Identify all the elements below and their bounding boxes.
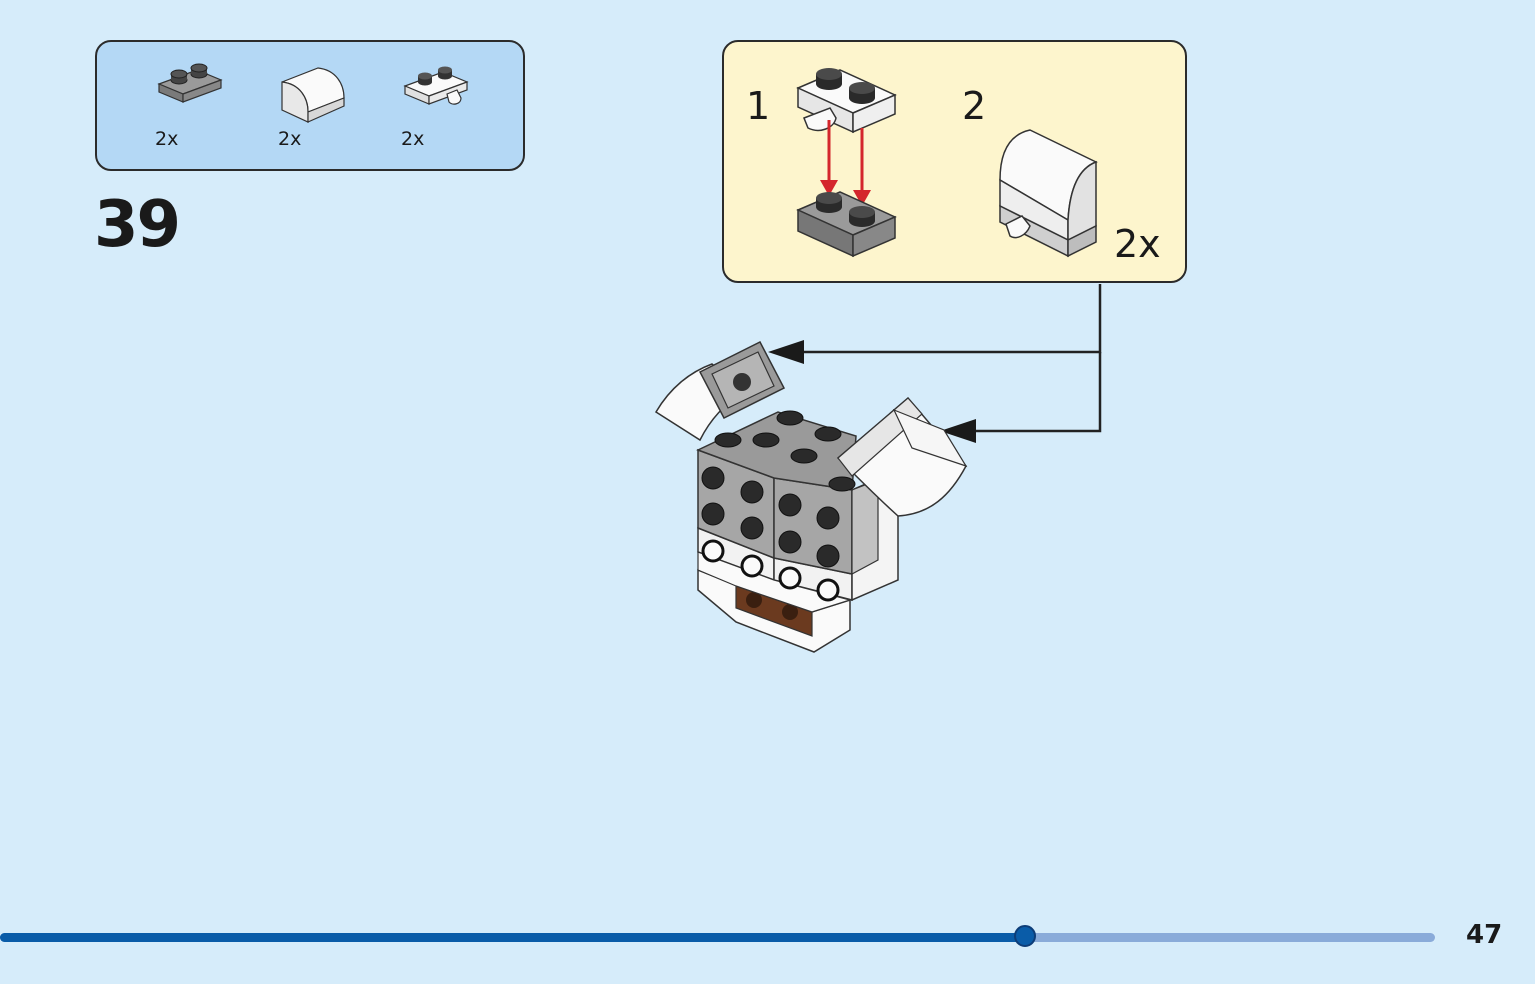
main-model-illustration [654,340,968,653]
parts-list-box: 2x 2x 2x [95,40,525,171]
progress-fill [0,933,1025,942]
parts-item-white-clip-plate: 2x [401,60,491,160]
part-quantity: 2x [155,128,179,150]
step-number: 39 [94,188,181,262]
parts-item-gray-plate: 2x [155,60,245,160]
sub-step-2-illustration [999,129,1098,258]
sub-step-number-1: 1 [746,84,771,128]
part-quantity: 2x [401,128,425,150]
sub-assembly-callout: 1 2 2x [722,40,1187,283]
white-plate-clip-icon [403,66,469,105]
gray-plate-1x2-icon [157,63,223,103]
white-curved-slope-icon [281,67,345,123]
progress-bar [0,925,1435,947]
progress-knob [1013,925,1036,947]
parts-item-white-slope: 2x [278,60,368,160]
sub-step-1-illustration [796,68,897,258]
sub-step-number-2: 2 [962,84,987,128]
callout-connector-arrows [768,284,1102,443]
sub-assembly-multiplier: 2x [1114,222,1161,266]
page-number: 47 [1466,920,1503,950]
part-quantity: 2x [278,128,302,150]
